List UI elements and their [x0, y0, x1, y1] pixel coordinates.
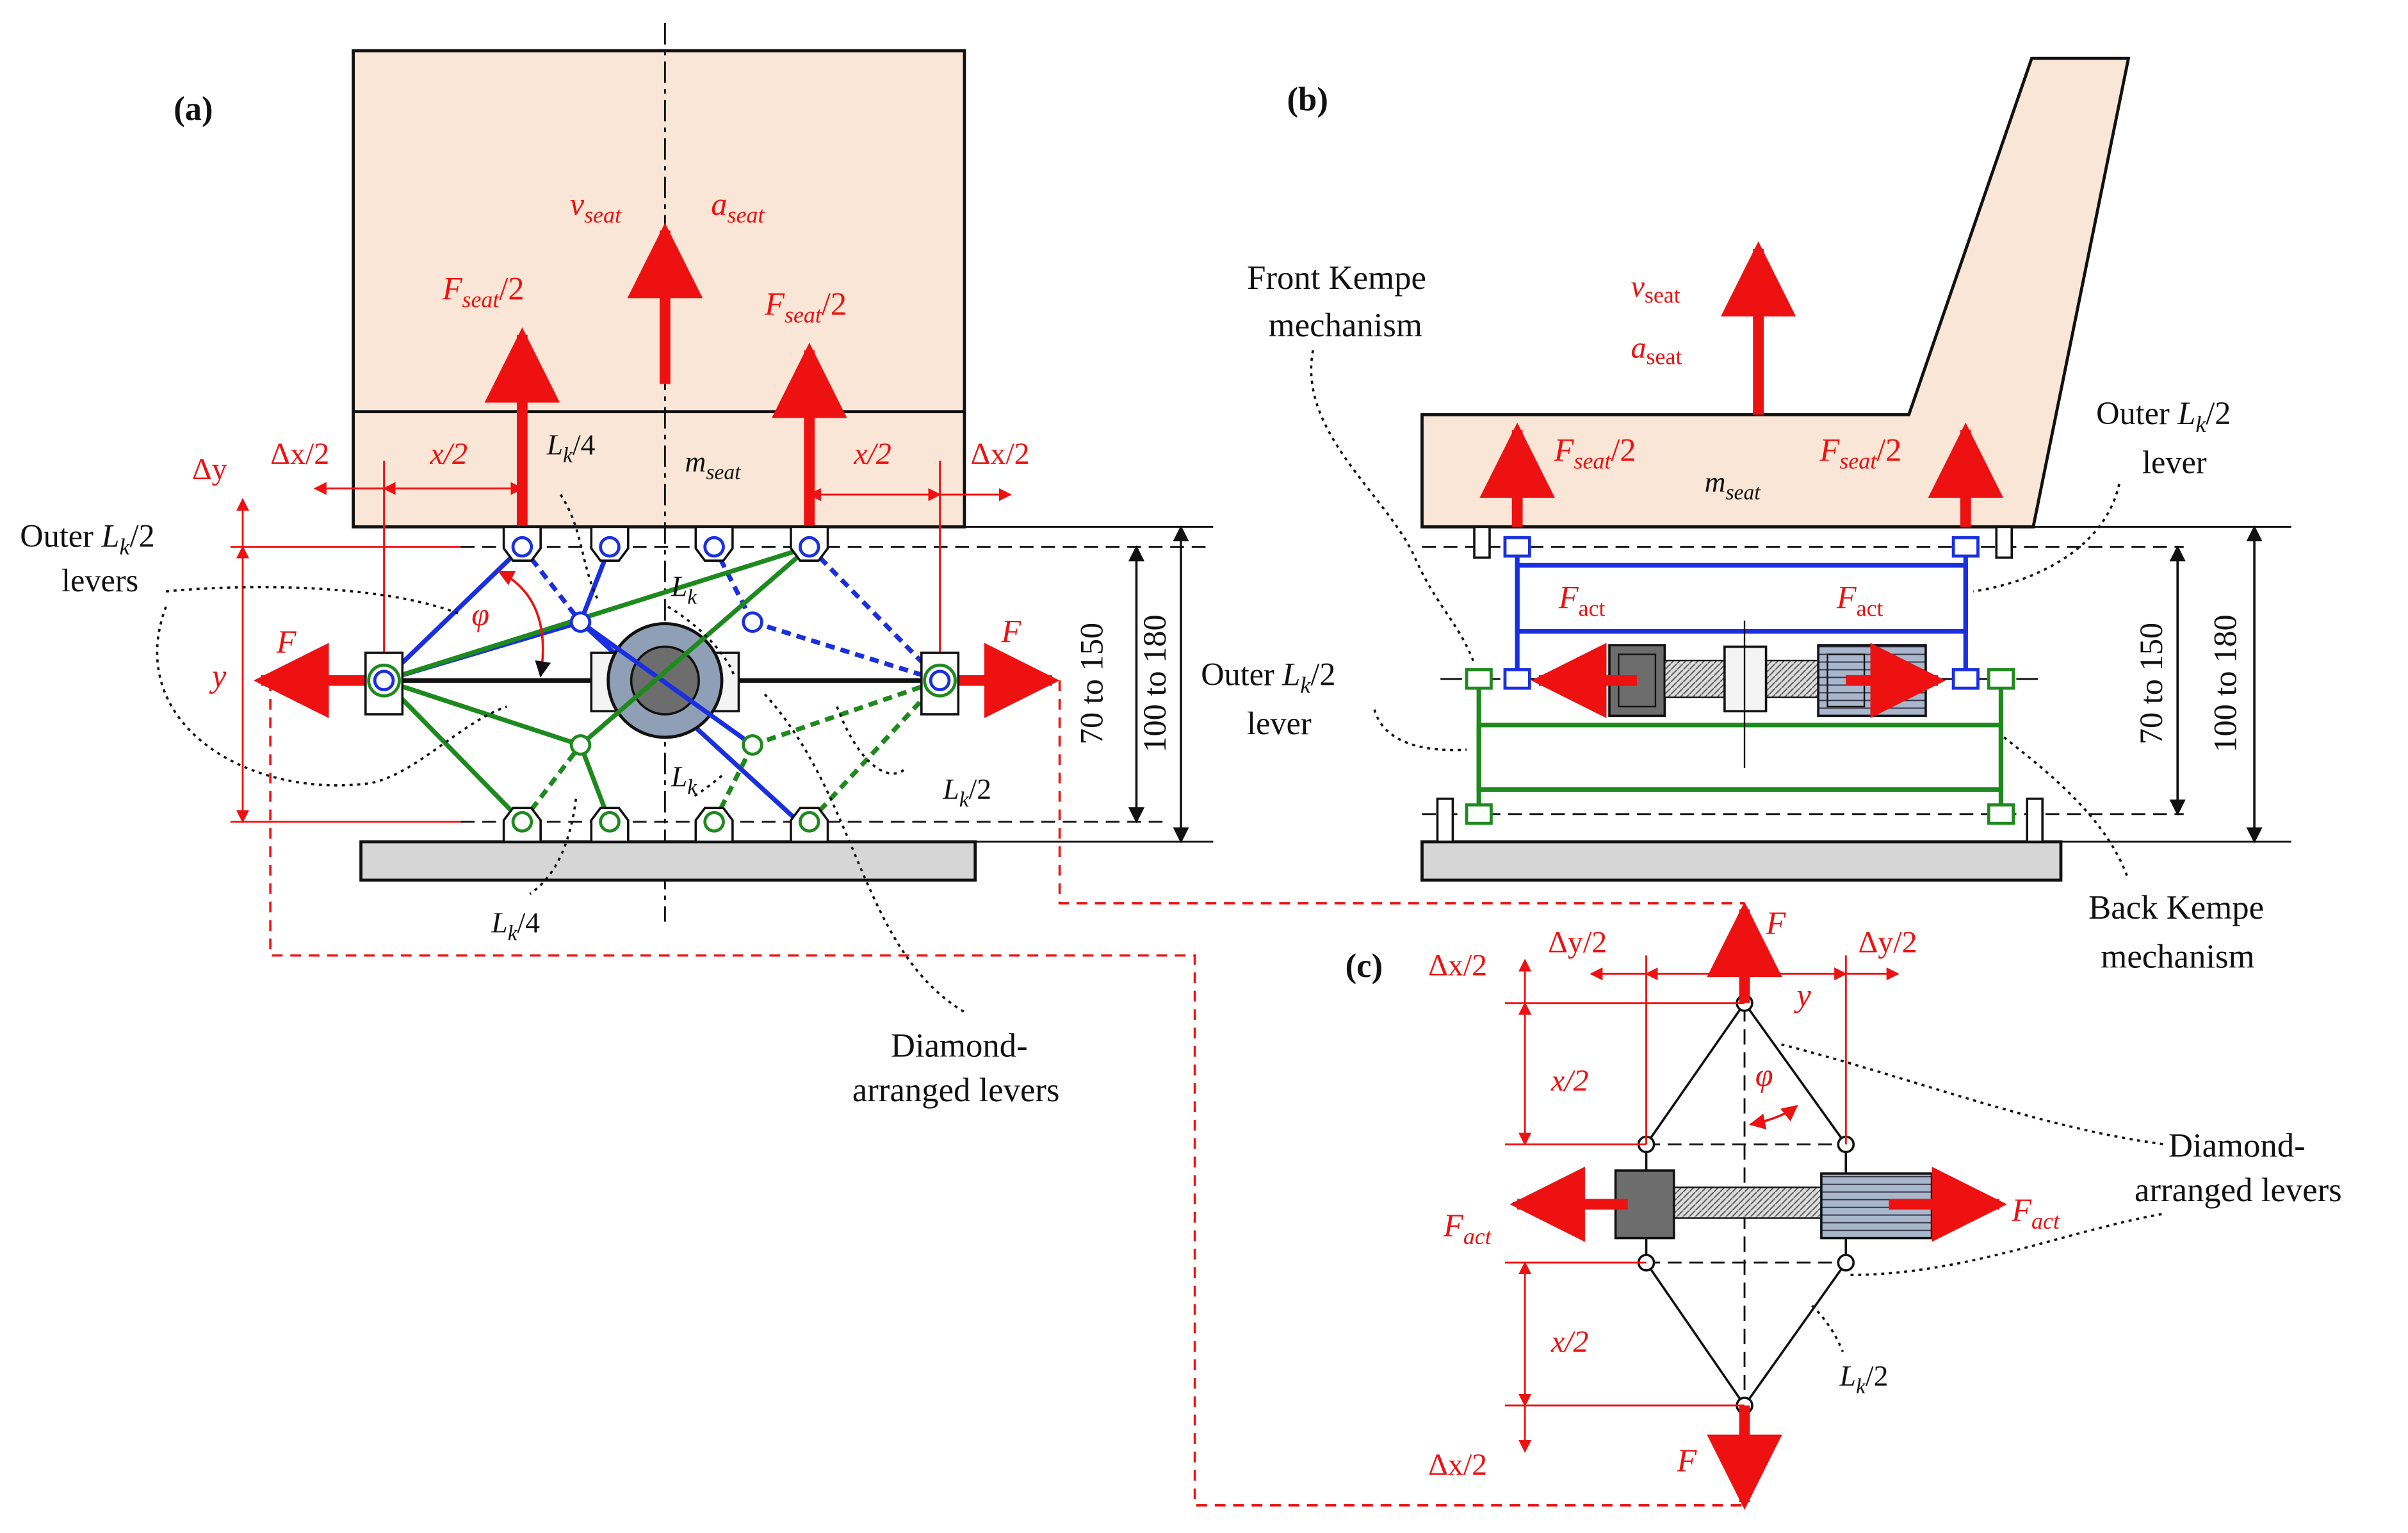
lk-bottom-label-a: Lk	[671, 760, 697, 799]
m-seat-label-a: mseat	[685, 445, 742, 484]
force-right-label-a: F	[1000, 613, 1021, 649]
panel-c: (c)	[1346, 901, 2342, 1510]
v-seat-label-b: vseat	[1631, 270, 1680, 308]
outer-levers-label-a: Outer Lk/2	[20, 518, 154, 560]
f-seat-right-label-b: Fseat/2	[1819, 432, 1902, 473]
hub-through-link-2-a	[579, 545, 811, 747]
blue-joints-b	[1503, 536, 1980, 690]
f-act-left-label-c: Fact	[1443, 1208, 1492, 1249]
f-act-right-label-c: Fact	[2011, 1192, 2060, 1234]
diamond-label-line2-a: arranged levers	[852, 1072, 1060, 1109]
y-label-c: y	[1794, 978, 1812, 1013]
lower-joints-a	[367, 663, 957, 833]
x-right-label-a: x/2	[853, 437, 891, 471]
outer-lever-right-label-b: Outer Lk/2	[2096, 395, 2231, 437]
bottom-pads-b	[1436, 798, 2044, 843]
callout-curves-b	[1310, 350, 2128, 876]
dim-inner-label-b: 70 to 150	[2133, 623, 2169, 744]
phi-label-c: φ	[1755, 1057, 1773, 1093]
dim-inner-label-a: 70 to 150	[1074, 623, 1110, 744]
v-seat-label-a: vseat	[570, 186, 622, 228]
f-act-left-label-b: Fact	[1558, 580, 1606, 621]
panel-a-label: (a)	[174, 90, 213, 127]
outer-lever-left-label-b: Outer Lk/2	[1201, 656, 1335, 698]
lk-top-label-a: Lk	[671, 570, 697, 609]
back-kempe-label-b: Back Kempe	[2088, 889, 2264, 926]
hub-through-link-a	[579, 620, 754, 747]
a-seat-label-a: aseat	[711, 186, 765, 228]
top-pads-b	[1473, 525, 2013, 559]
dx-bottom-label-c: Δx/2	[1428, 1448, 1487, 1482]
m-seat-label-b: mseat	[1705, 465, 1761, 504]
connector-a-right-to-c	[1058, 680, 1745, 905]
callout-curves-a	[156, 494, 968, 1015]
actuator-left-block-c	[1614, 1169, 1675, 1240]
dimension-lines-c	[1504, 955, 1900, 1453]
base-plate-b	[1420, 840, 2063, 882]
panel-b: (b)	[1201, 56, 2291, 976]
lk2-label-c: Lk/2	[1839, 1359, 1889, 1398]
force-left-label-a: F	[276, 624, 297, 660]
x-left-label-a: x/2	[430, 437, 468, 471]
panel-b-label: (b)	[1287, 81, 1328, 119]
a-seat-label-b: aseat	[1631, 331, 1682, 370]
actuator-b	[1608, 620, 1927, 768]
back-kempe-label-line2-b: mechanism	[2101, 939, 2254, 976]
f-act-right-label-b: Fact	[1836, 580, 1883, 621]
outer-lever-left-label-line2-b: lever	[1247, 705, 1312, 741]
callout-curves-c	[1781, 1043, 2166, 1352]
green-joints-b	[1465, 668, 2015, 825]
dim-outer-label-a: 100 to 180	[1137, 614, 1173, 752]
dy-left-label-c: Δy/2	[1548, 926, 1607, 960]
phi-label-a: φ	[471, 596, 489, 632]
actuator-screw-c	[1673, 1186, 1828, 1219]
lk4-top-label-a: Lk/4	[546, 429, 596, 468]
base-plate-a	[359, 840, 977, 882]
connector-a-to-c	[269, 680, 1745, 1507]
dx-right-label-a: Δx/2	[971, 437, 1030, 471]
dy-label-a: Δy	[192, 452, 227, 486]
y-label-a: y	[209, 658, 227, 694]
x-bottom-label-c: x/2	[1550, 1325, 1589, 1359]
seat-body-b	[1420, 56, 2131, 529]
diamond-label-a: Diamond-	[891, 1028, 1028, 1065]
dy-right-label-c: Δy/2	[1858, 926, 1917, 960]
f-seat-left-label-b: Fseat/2	[1554, 432, 1636, 473]
lk2-right-label-a: Lk/2	[942, 773, 991, 812]
panel-c-label: (c)	[1346, 947, 1383, 985]
lower-kempe-frame-b	[1476, 723, 2004, 792]
outer-lever-right-label-line2-b: lever	[2142, 445, 2207, 480]
force-bottom-label-c: F	[1677, 1443, 1698, 1479]
f-seat-right-label-a: Fseat/2	[764, 286, 847, 328]
diamond-label-line2-c: arranged levers	[2135, 1172, 2342, 1209]
front-kempe-label-line2-b: mechanism	[1269, 307, 1422, 344]
dx-top-label-c: Δx/2	[1428, 949, 1487, 983]
x-top-label-c: x/2	[1550, 1063, 1589, 1097]
dim-outer-label-b: 100 to 180	[2207, 614, 2243, 752]
phi-arc-c	[1749, 1104, 1798, 1130]
upper-joints-a	[373, 536, 951, 692]
force-top-label-c: F	[1766, 905, 1787, 941]
panel-a: (a)	[20, 22, 1214, 1109]
front-kempe-label-b: Front Kempe	[1247, 259, 1426, 297]
diamond-label-c: Diamond-	[2168, 1127, 2306, 1165]
outer-levers-label-line2-a: levers	[61, 562, 138, 598]
dx-left-label-a: Δx/2	[270, 437, 329, 471]
f-seat-left-label-a: Fseat/2	[442, 271, 525, 313]
phi-arc-a	[498, 570, 551, 678]
lk4-bottom-label-a: Lk/4	[491, 906, 540, 945]
